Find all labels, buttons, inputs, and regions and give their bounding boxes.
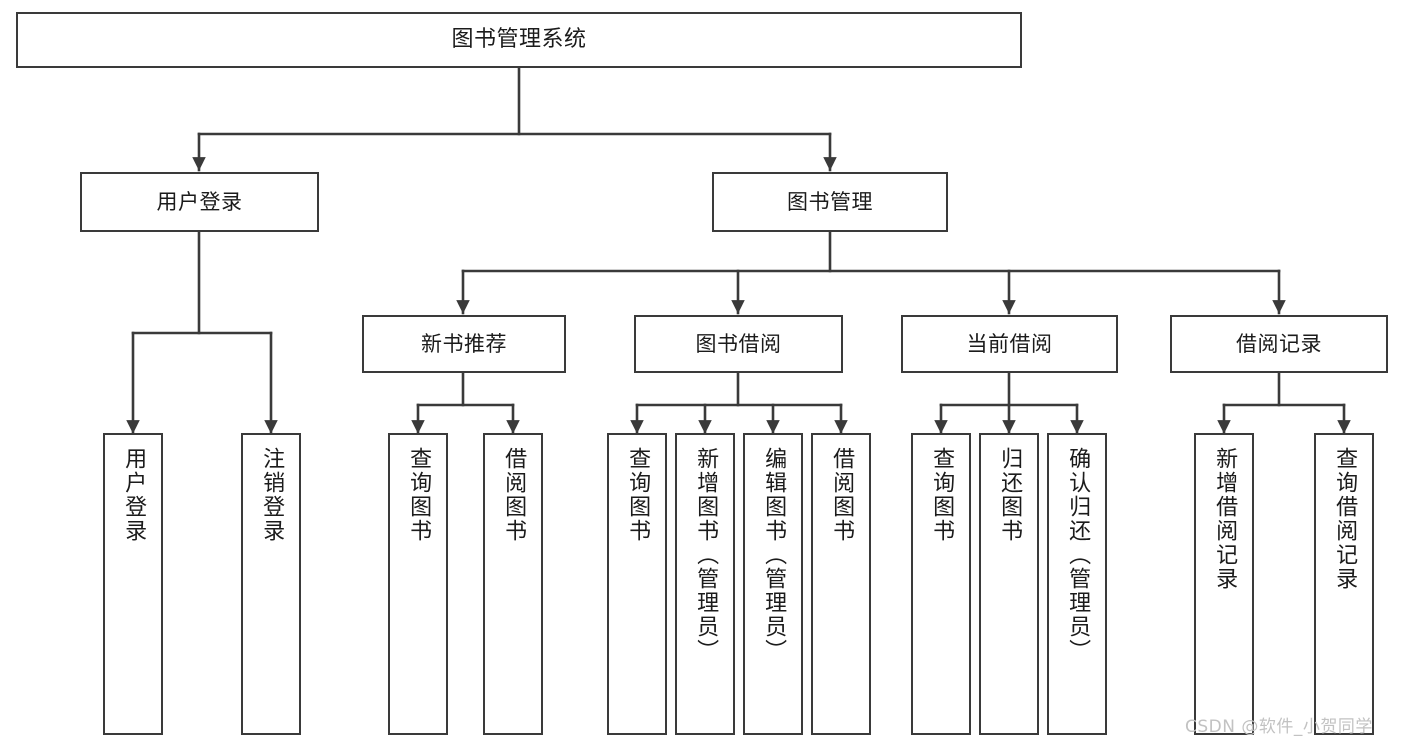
leaf-new-book-borrow-label: 借阅图书 [501, 447, 527, 543]
leaf-new-book-query[interactable]: 查询图书 [388, 433, 448, 735]
leaf-user-login-logout[interactable]: 注销登录 [241, 433, 301, 735]
node-borrow-record-label: 借阅记录 [1236, 331, 1322, 356]
leaf-borrow-record-add[interactable]: 新增借阅记录 [1194, 433, 1254, 735]
node-new-book-recommend-label: 新书推荐 [421, 331, 507, 356]
node-book-borrow[interactable]: 图书借阅 [634, 315, 843, 373]
node-borrow-record[interactable]: 借阅记录 [1170, 315, 1388, 373]
node-user-login-label: 用户登录 [156, 189, 243, 214]
leaf-borrow-record-query-label: 查询借阅记录 [1332, 447, 1358, 591]
node-book-management-label: 图书管理 [787, 189, 873, 214]
leaf-book-borrow-query-label: 查询图书 [625, 447, 651, 543]
leaf-book-borrow-borrow[interactable]: 借阅图书 [811, 433, 871, 735]
leaf-book-borrow-query[interactable]: 查询图书 [607, 433, 667, 735]
node-user-login[interactable]: 用户登录 [80, 172, 319, 232]
node-new-book-recommend[interactable]: 新书推荐 [362, 315, 566, 373]
node-current-borrow[interactable]: 当前借阅 [901, 315, 1118, 373]
leaf-borrow-record-add-label: 新增借阅记录 [1212, 447, 1238, 591]
leaf-book-borrow-add[interactable]: 新增图书（管理员） [675, 433, 735, 735]
leaf-book-borrow-edit[interactable]: 编辑图书（管理员） [743, 433, 803, 735]
leaf-user-login-logout-label: 注销登录 [259, 447, 285, 543]
leaf-current-borrow-return[interactable]: 归还图书 [979, 433, 1039, 735]
node-current-borrow-label: 当前借阅 [966, 331, 1053, 356]
leaf-current-borrow-confirm-return[interactable]: 确认归还（管理员） [1047, 433, 1107, 735]
leaf-current-borrow-query-label: 查询图书 [929, 447, 955, 543]
leaf-user-login-login-label: 用户登录 [121, 447, 147, 543]
leaf-current-borrow-return-label: 归还图书 [997, 447, 1023, 543]
leaf-borrow-record-query[interactable]: 查询借阅记录 [1314, 433, 1374, 735]
leaf-current-borrow-query[interactable]: 查询图书 [911, 433, 971, 735]
leaf-book-borrow-add-label: 新增图书（管理员） [693, 447, 719, 663]
node-root-label: 图书管理系统 [451, 27, 587, 53]
leaf-user-login-login[interactable]: 用户登录 [103, 433, 163, 735]
leaf-book-borrow-edit-label: 编辑图书（管理员） [761, 447, 787, 663]
leaf-new-book-borrow[interactable]: 借阅图书 [483, 433, 543, 735]
leaf-book-borrow-borrow-label: 借阅图书 [829, 447, 855, 543]
node-book-borrow-label: 图书借阅 [695, 331, 782, 356]
leaf-current-borrow-confirm-return-label: 确认归还（管理员） [1065, 447, 1091, 663]
csdn-watermark: CSDN @软件_小贺同学 [1185, 717, 1373, 737]
leaf-new-book-query-label: 查询图书 [406, 447, 432, 543]
node-root-book-management-system[interactable]: 图书管理系统 [16, 12, 1022, 68]
node-book-management[interactable]: 图书管理 [712, 172, 948, 232]
